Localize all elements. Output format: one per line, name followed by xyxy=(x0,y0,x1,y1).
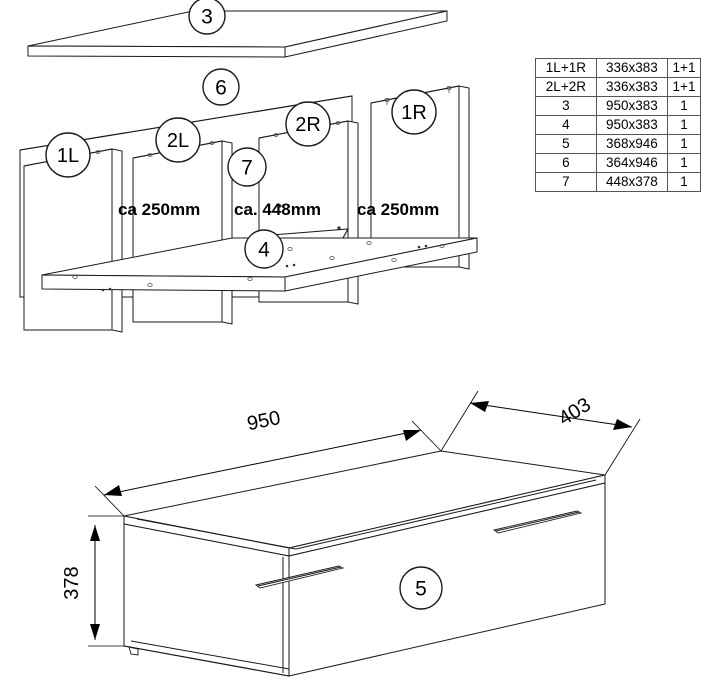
parts-row-0-qty: 1+1 xyxy=(667,58,701,78)
callout-3-label: 3 xyxy=(201,6,213,29)
table-row: 5 368x946 1 xyxy=(535,134,701,154)
callout-2R: 2R xyxy=(285,101,331,147)
callout-1L: 1L xyxy=(45,132,91,178)
parts-table-body: 1L+1R 336x383 1+1 2L+2R 336x383 1+1 3 95… xyxy=(535,58,701,192)
hole-dot xyxy=(337,226,341,230)
cam-hole-pairs xyxy=(101,244,428,292)
callout-4: 4 xyxy=(244,229,284,269)
parts-row-1-size: 336x383 xyxy=(595,77,669,97)
callout-2R-label: 2R xyxy=(295,114,321,136)
callout-1R: 1R xyxy=(391,89,437,135)
parts-row-0-part: 1L+1R xyxy=(535,58,597,78)
callout-2L: 2L xyxy=(155,117,201,163)
ext-line-depth-end xyxy=(604,418,641,476)
parts-row-6-part: 7 xyxy=(535,172,597,192)
part-side-2L xyxy=(132,140,233,325)
table-row: 1L+1R 336x383 1+1 xyxy=(535,58,701,78)
dimension-depth: 403 xyxy=(469,394,633,430)
parts-row-6-qty: 1 xyxy=(667,172,701,192)
parts-row-2-part: 3 xyxy=(535,96,597,116)
exploded-view: ca 250mm ca. 448mm ca 250mm 3 6 1L 2L 2R… xyxy=(19,0,478,333)
parts-row-3-size: 950x383 xyxy=(595,115,669,135)
parts-row-5-part: 6 xyxy=(535,153,597,173)
callout-6-label: 6 xyxy=(215,77,227,100)
handle-groove-right xyxy=(492,510,583,534)
hole-dot xyxy=(278,204,282,208)
assembled-view: 5 950 403 378 xyxy=(61,390,641,677)
callout-3: 3 xyxy=(188,0,226,35)
dowel-marks-2L xyxy=(147,141,215,157)
span-label-left-bay: ca 250mm xyxy=(118,200,200,219)
parts-row-3-qty: 1 xyxy=(667,115,701,135)
dimension-depth-label: 403 xyxy=(555,394,595,430)
part-side-1R xyxy=(370,85,470,270)
dimension-height: 378 xyxy=(61,525,100,640)
callout-7-label: 7 xyxy=(241,157,253,180)
parts-row-2-qty: 1 xyxy=(667,96,701,116)
table-row: 3 950x383 1 xyxy=(535,96,701,116)
span-label-right-bay: ca 250mm xyxy=(357,200,439,219)
parts-row-1-qty: 1+1 xyxy=(667,77,701,97)
parts-row-5-qty: 1 xyxy=(667,153,701,173)
callout-6: 6 xyxy=(202,68,240,106)
table-row: 4 950x383 1 xyxy=(535,115,701,135)
table-row: 6 364x946 1 xyxy=(535,153,701,173)
callout-5-label: 5 xyxy=(415,578,427,601)
parts-row-5-size: 364x946 xyxy=(595,153,669,173)
parts-list-table: 1L+1R 336x383 1+1 2L+2R 336x383 1+1 3 95… xyxy=(535,58,701,192)
span-label-center-bay: ca. 448mm xyxy=(234,200,321,219)
dowel-marks-1R xyxy=(384,86,452,105)
dowel-marks-2R xyxy=(273,121,341,137)
parts-row-4-qty: 1 xyxy=(667,134,701,154)
part-top-panel-3 xyxy=(27,10,448,58)
dimension-width-label: 950 xyxy=(245,407,282,435)
callout-7: 7 xyxy=(227,147,267,187)
parts-row-1-part: 2L+2R xyxy=(535,77,597,97)
callout-5: 5 xyxy=(399,566,443,610)
table-row: 7 448x378 1 xyxy=(535,172,701,192)
callout-1R-label: 1R xyxy=(401,102,427,124)
callout-1L-label: 1L xyxy=(57,145,79,167)
parts-row-4-part: 5 xyxy=(535,134,597,154)
ext-line-depth-start xyxy=(440,390,479,452)
parts-row-2-size: 950x383 xyxy=(595,96,669,116)
callout-4-label: 4 xyxy=(258,239,270,262)
parts-row-6-size: 448x378 xyxy=(595,172,669,192)
ext-line-width-right xyxy=(411,420,442,452)
table-row: 2L+2R 336x383 1+1 xyxy=(535,77,701,97)
dimension-height-label: 378 xyxy=(61,566,83,599)
parts-row-0-size: 336x383 xyxy=(595,58,669,78)
parts-row-4-size: 368x946 xyxy=(595,134,669,154)
ext-line-width-left xyxy=(94,485,125,517)
cabinet-foot xyxy=(128,646,139,656)
dowel-holes-bottom-panel xyxy=(72,241,445,287)
parts-row-3-part: 4 xyxy=(535,115,597,135)
callout-2L-label: 2L xyxy=(167,130,189,152)
handle-groove-left xyxy=(254,565,345,589)
